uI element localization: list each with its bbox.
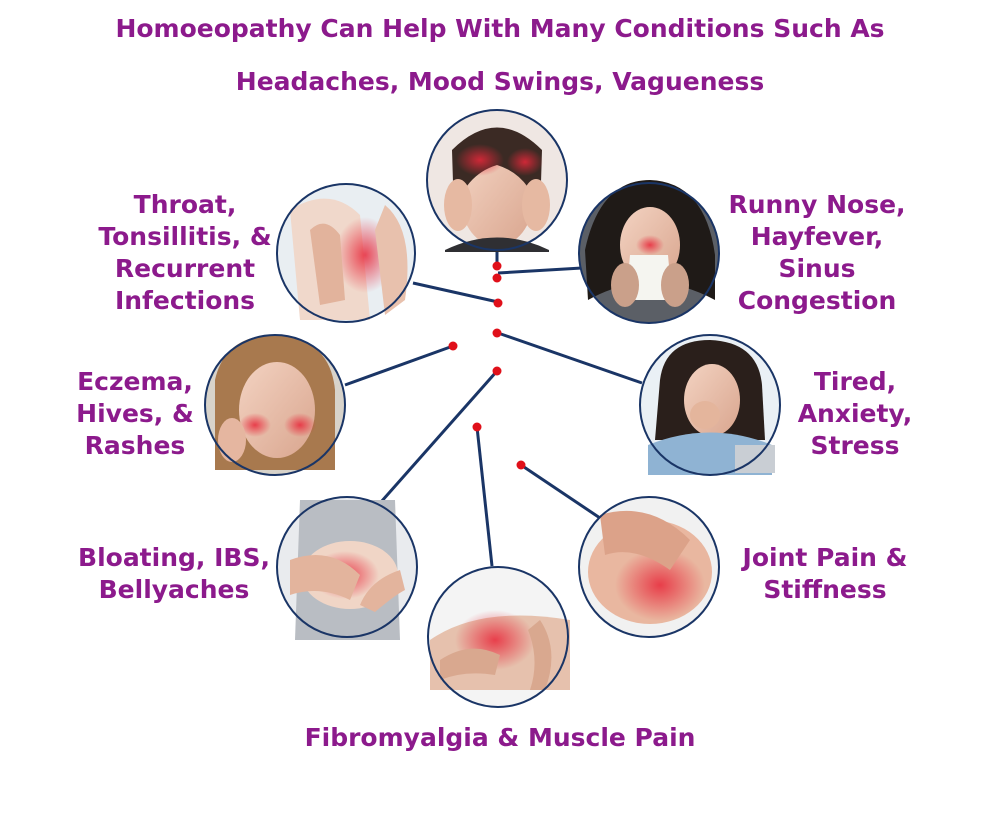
- label-eczema: Eczema, Hives, & Rashes: [76, 367, 194, 460]
- dot: [492, 273, 502, 283]
- link-tired: [497, 331, 643, 385]
- dot: [493, 298, 503, 308]
- muscle-pain-photo: [427, 566, 570, 708]
- bloating-photo: [276, 496, 418, 640]
- link-joint: [520, 463, 601, 520]
- label-throat: Throat, Tonsillitis, & Recurrent Infecti…: [98, 190, 272, 315]
- headache-photo: [426, 109, 568, 252]
- connector-dots: [448, 261, 526, 470]
- dot: [492, 366, 502, 376]
- dot: [472, 422, 482, 432]
- runny-nose-photo: [578, 180, 720, 324]
- diagram-title: Homoeopathy Can Help With Many Condition…: [115, 14, 885, 43]
- link-fibro: [475, 426, 494, 567]
- tired-photo: [639, 334, 781, 476]
- sore-throat-photo: [276, 183, 416, 323]
- joint-pain-photo: [578, 496, 720, 638]
- link-eczema: [344, 344, 454, 387]
- dot: [516, 460, 526, 470]
- label-runny-nose: Runny Nose, Hayfever, Sinus Congestion: [728, 190, 906, 315]
- dot: [492, 328, 502, 338]
- dot: [448, 341, 458, 351]
- connector-lines: [344, 245, 643, 567]
- label-bloating: Bloating, IBS, Bellyaches: [78, 543, 270, 604]
- dot: [492, 261, 502, 271]
- label-joint: Joint Pain & Stiffness: [742, 543, 908, 604]
- link-runny-nose: [497, 266, 583, 275]
- eczema-photo: [204, 334, 346, 476]
- label-fibro: Fibromyalgia & Muscle Pain: [304, 723, 696, 752]
- label-tired: Tired, Anxiety, Stress: [797, 367, 913, 460]
- label-headaches: Headaches, Mood Swings, Vagueness: [235, 67, 765, 96]
- link-throat: [412, 281, 499, 304]
- link-bloating: [379, 370, 499, 503]
